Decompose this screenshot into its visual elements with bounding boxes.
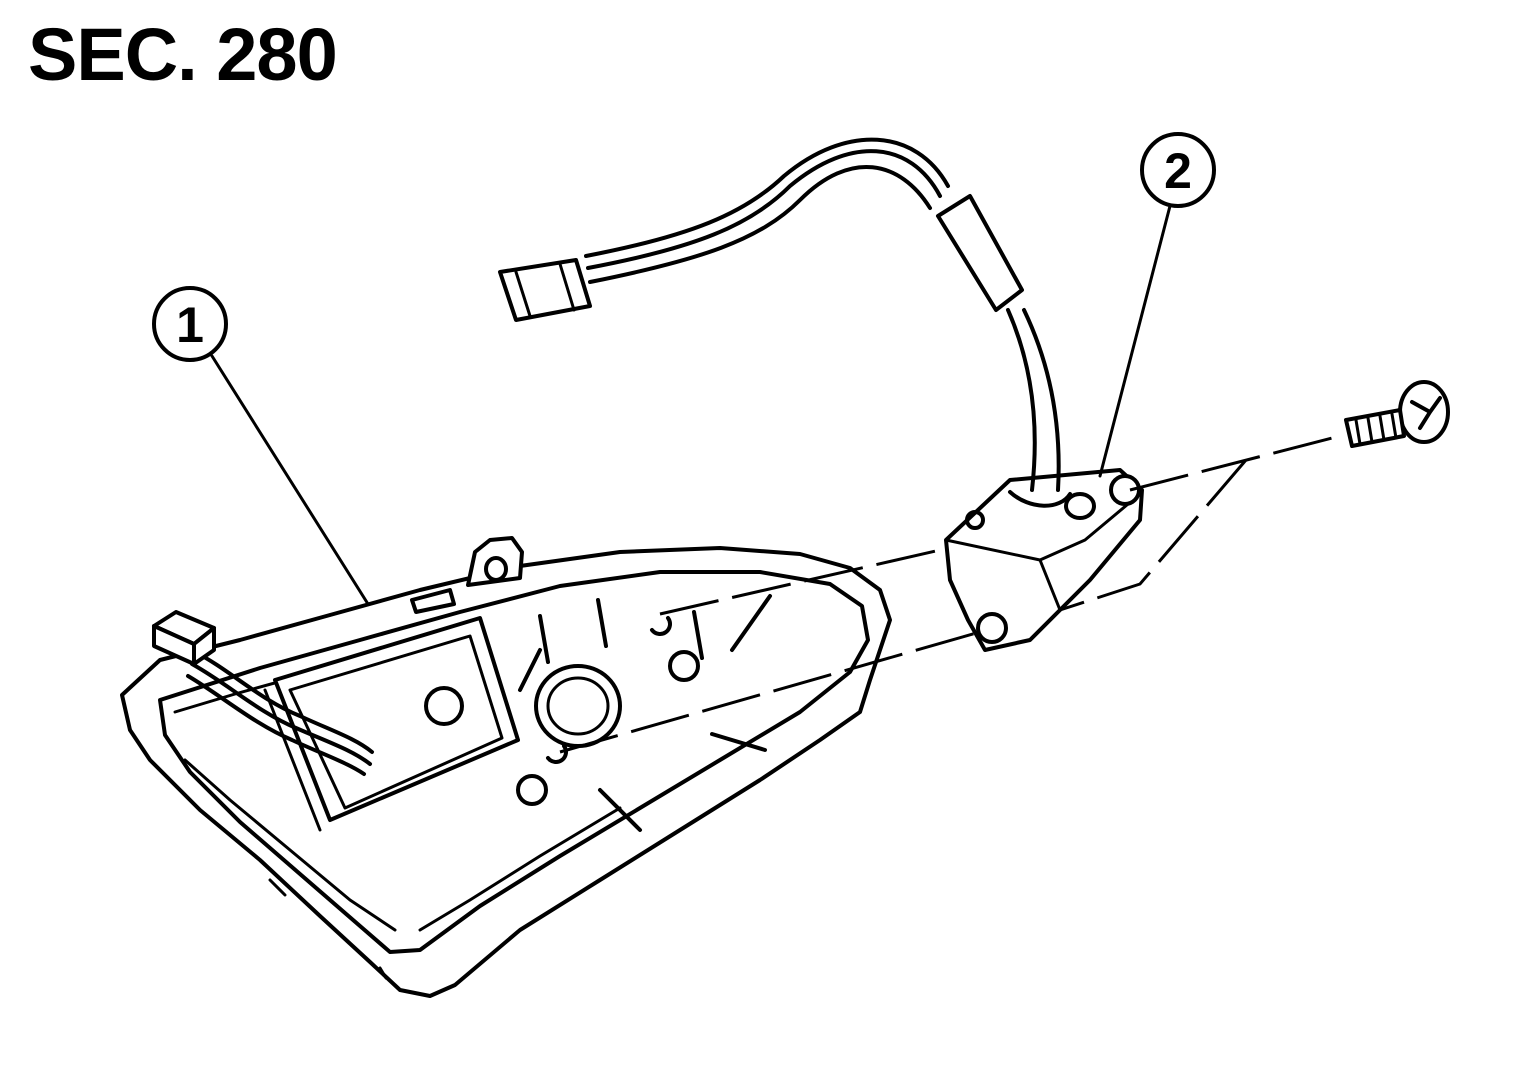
installation-guides bbox=[559, 434, 1341, 754]
trim-cover bbox=[120, 536, 892, 998]
callout-2: 2 bbox=[1098, 132, 1216, 478]
callout-1: 1 bbox=[152, 286, 370, 606]
callout-2-label: 2 bbox=[1164, 143, 1192, 199]
mounting-screw bbox=[1344, 380, 1450, 448]
callout-1-label: 1 bbox=[176, 297, 204, 353]
section-title: SEC. 280 bbox=[28, 13, 338, 96]
